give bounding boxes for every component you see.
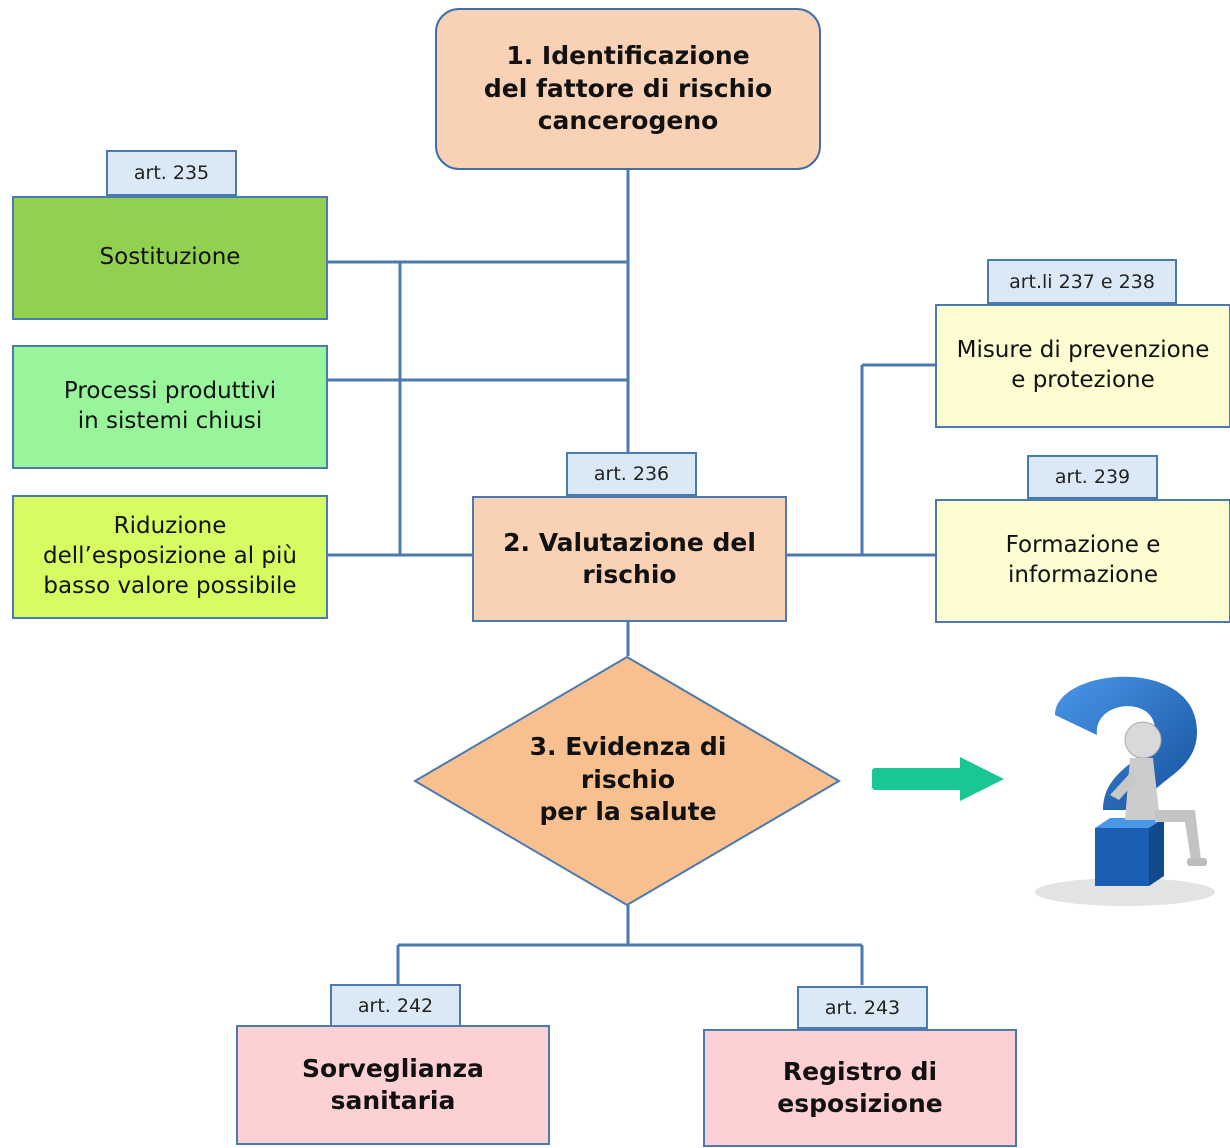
training-box: Formazione e informazione <box>935 499 1230 623</box>
article-tag-235: art. 235 <box>106 150 237 196</box>
prevention-measures-box: Misure di prevenzione e protezione <box>935 304 1230 428</box>
step2-assessment-box: 2. Valutazione del rischio <box>472 496 787 622</box>
health-surveillance-label: Sorveglianza sanitaria <box>302 1053 484 1116</box>
exposure-reduction-box: Riduzione dell’esposizione al più basso … <box>12 495 328 619</box>
step3-label-wrap: 3. Evidenza di rischio per la salute <box>470 700 786 860</box>
thinking-person-question-mark-icon <box>1035 676 1215 906</box>
step3-decision-diamond <box>413 655 841 907</box>
article-tag-237-238: art.li 237 e 238 <box>987 259 1177 304</box>
article-tag-239: art. 239 <box>1027 455 1158 499</box>
right-arrow-icon <box>872 757 1004 801</box>
closed-systems-box: Processi produttivi in sistemi chiusi <box>12 345 328 469</box>
health-surveillance-box: Sorveglianza sanitaria <box>236 1025 550 1145</box>
closed-systems-label: Processi produttivi in sistemi chiusi <box>63 378 277 434</box>
step3-label: 3. Evidenza di rischio per la salute <box>529 732 727 827</box>
exposure-reduction-label: Riduzione dell’esposizione al più basso … <box>43 513 297 599</box>
substitution-box: Sostituzione <box>12 196 328 320</box>
article-tag-243: art. 243 <box>797 986 928 1029</box>
step1-identification-box: 1. Identificazione del fattore di rischi… <box>435 8 821 170</box>
step1-label: 1. Identificazione del fattore di rischi… <box>483 41 773 136</box>
prevention-measures-label: Misure di prevenzione e protezione <box>956 337 1210 393</box>
training-label: Formazione e informazione <box>1005 532 1161 588</box>
article-tag-236: art. 236 <box>566 452 697 496</box>
step2-label: 2. Valutazione del rischio <box>503 527 756 590</box>
substitution-label: Sostituzione <box>99 244 241 271</box>
article-tag-242: art. 242 <box>330 984 461 1027</box>
exposure-register-box: Registro di esposizione <box>703 1029 1017 1147</box>
exposure-register-label: Registro di esposizione <box>777 1056 943 1119</box>
